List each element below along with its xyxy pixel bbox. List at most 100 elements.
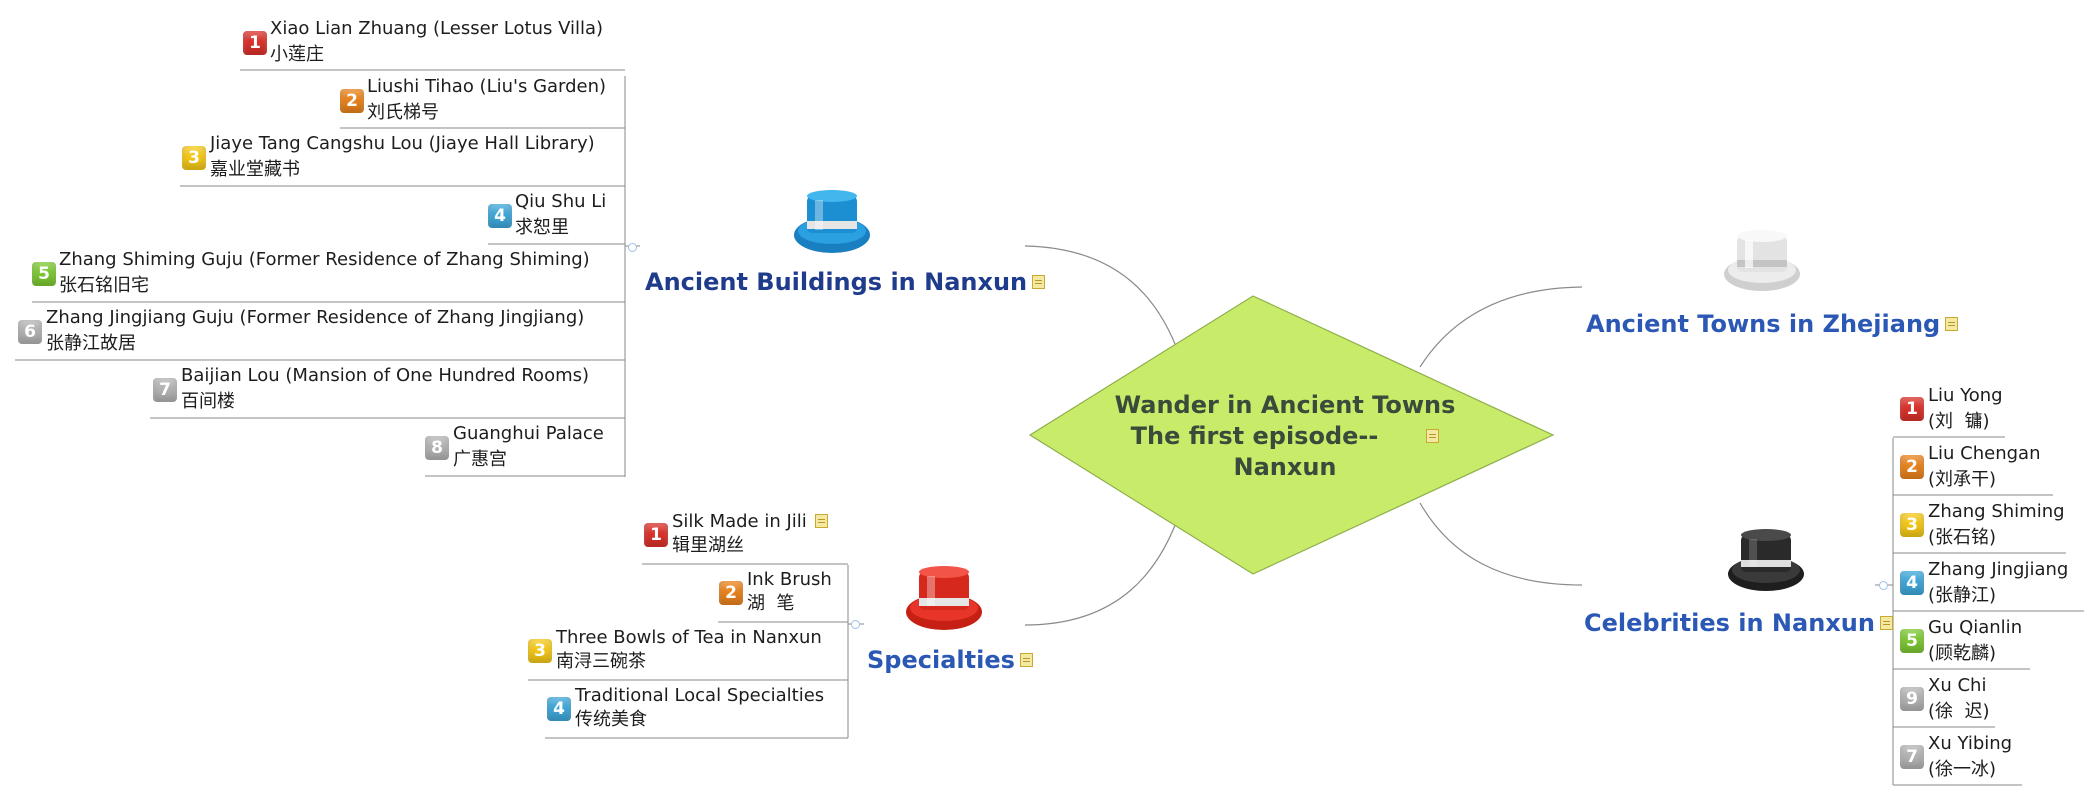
priority-3-icon: 3 — [1900, 513, 1924, 537]
list-item-celebrity[interactable]: Gu Qianlin(顾乾麟) — [1928, 615, 2022, 667]
branch-label: Ancient Towns in Zhejiang — [1586, 310, 1941, 338]
priority-4-icon: 4 — [547, 697, 571, 721]
list-item-building[interactable]: Guanghui Palace 广惠宫 — [453, 421, 604, 473]
branch-label: Celebrities in Nanxun — [1584, 609, 1875, 637]
connector-buildings — [1024, 245, 1181, 358]
white-hat-icon — [1724, 230, 1800, 291]
priority-7-icon: 7 — [1900, 745, 1924, 769]
priority-4-icon: 4 — [488, 204, 512, 228]
blue-hat-icon — [794, 190, 870, 253]
collapse-toggle-buildings[interactable] — [628, 243, 637, 252]
item-zh: 张静江故居 — [46, 333, 136, 354]
collapse-toggle-specialties[interactable] — [851, 620, 860, 629]
collapse-toggle-celebrities[interactable] — [1879, 581, 1888, 590]
list-item-celebrity[interactable]: Xu Yibing (徐一冰) — [1928, 731, 2012, 783]
branch-ancient-buildings[interactable]: Ancient Buildings in Nanxun — [645, 268, 1046, 296]
item-en: Ink Brush — [747, 569, 832, 590]
branch-celebrities[interactable]: Celebrities in Nanxun — [1584, 609, 1893, 637]
list-item-building[interactable]: Liushi Tihao (Liu's Garden) 刘氏梯号 — [367, 74, 606, 126]
item-en: Xu Yibing — [1928, 733, 2013, 754]
celebrities-tree-lines — [1875, 436, 2084, 786]
item-zh: 嘉业堂藏书 — [210, 159, 300, 180]
item-en: Liushi Tihao (Liu's Garden) — [367, 76, 607, 97]
item-zh: 张石铭旧宅 — [59, 275, 149, 296]
priority-5-icon: 5 — [1900, 629, 1924, 653]
item-en: Jiaye Tang Cangshu Lou (Jiaye Hall Libra… — [210, 133, 595, 154]
list-item-specialty[interactable]: Three Bowls of Tea in Nanxun 南浔三碗茶 — [556, 626, 822, 674]
priority-2-icon: 2 — [1900, 455, 1924, 479]
branch-ancient-towns[interactable]: Ancient Towns in Zhejiang — [1586, 310, 1959, 338]
central-topic-line1: Wander in Ancient Towns — [1114, 391, 1456, 419]
item-zh: 广惠宫 — [453, 449, 507, 470]
priority-2-icon: 2 — [340, 89, 364, 113]
list-item-celebrity[interactable]: Zhang Shiming (张石铭) — [1928, 499, 2065, 551]
list-item-building[interactable]: Qiu Shu Li 求恕里 — [515, 189, 606, 241]
note-icon[interactable] — [814, 514, 828, 528]
item-en: Zhang Shiming — [1928, 501, 2065, 522]
item-zh: (刘承干) — [1928, 469, 1997, 490]
note-icon[interactable] — [1879, 616, 1893, 630]
list-item-building[interactable]: Baijian Lou (Mansion of One Hundred Room… — [181, 363, 589, 415]
item-zh: (张静江) — [1928, 585, 1997, 606]
priority-6-icon: 6 — [18, 320, 42, 344]
list-item-celebrity[interactable]: Zhang Jingjiang(张静江) — [1928, 557, 2068, 609]
priority-4-icon: 4 — [1900, 571, 1924, 595]
list-item-building[interactable]: Xiao Lian Zhuang (Lesser Lotus Villa) 小莲庄 — [270, 16, 603, 68]
note-icon[interactable] — [1032, 275, 1046, 289]
central-topic[interactable]: Wander in Ancient Towns The first episod… — [1090, 390, 1480, 483]
priority-3-icon: 3 — [182, 146, 206, 170]
list-item-celebrity[interactable]: Xu Chi(徐 迟) — [1928, 673, 1990, 725]
item-zh: (刘 镛) — [1928, 411, 1990, 432]
item-en: Guanghui Palace — [453, 423, 604, 444]
item-en: Traditional Local Specialties — [575, 685, 825, 706]
priority-1-icon: 1 — [1900, 397, 1924, 421]
item-en: Zhang Shiming Guju (Former Residence of … — [59, 249, 590, 270]
note-icon[interactable] — [1426, 429, 1440, 443]
specialties-tree-lines — [528, 563, 864, 739]
central-topic-diamond — [1028, 295, 1555, 575]
item-en: Zhang Jingjiang Guju (Former Residence o… — [46, 307, 585, 328]
priority-8-icon: 8 — [425, 436, 449, 460]
item-zh: 百间楼 — [181, 391, 235, 412]
list-item-building[interactable]: Jiaye Tang Cangshu Lou (Jiaye Hall Libra… — [210, 131, 595, 183]
item-zh: 南浔三碗茶 — [556, 651, 646, 672]
connector-specialties — [1024, 511, 1181, 626]
priority-1-icon: 1 — [243, 31, 267, 55]
red-hat-icon — [906, 566, 982, 630]
black-hat-icon — [1728, 529, 1804, 591]
item-zh: 小莲庄 — [270, 44, 324, 65]
branch-label: Ancient Buildings in Nanxun — [645, 268, 1028, 296]
item-en: Qiu Shu Li — [515, 191, 607, 212]
note-icon[interactable] — [1019, 653, 1033, 667]
central-topic-line3: Nanxun — [1233, 453, 1337, 481]
note-icon[interactable] — [1945, 317, 1959, 331]
item-en: Baijian Lou (Mansion of One Hundred Room… — [181, 365, 590, 386]
item-zh: 湖 笔 — [747, 593, 795, 614]
list-item-celebrity[interactable]: Liu Yong (刘 镛) — [1928, 383, 2003, 435]
item-en: Gu Qianlin — [1928, 617, 2023, 638]
item-zh: 求恕里 — [515, 217, 569, 238]
item-en: Silk Made in Jili — [672, 511, 807, 532]
item-zh: 辑里湖丝 — [672, 535, 744, 556]
item-en: Three Bowls of Tea in Nanxun — [556, 627, 822, 648]
connector-towns — [1419, 286, 1583, 368]
item-en: Xu Chi — [1928, 675, 1987, 696]
list-item-building[interactable]: Zhang Jingjiang Guju (Former Residence o… — [46, 305, 584, 357]
item-en: Liu Yong — [1928, 385, 2003, 406]
item-en: Xiao Lian Zhuang (Lesser Lotus Villa) — [270, 18, 604, 39]
priority-3-icon: 3 — [528, 639, 552, 663]
list-item-specialty[interactable]: Ink Brush 湖 笔 — [747, 568, 832, 616]
connector-celebrities — [1419, 502, 1583, 586]
branch-specialties[interactable]: Specialties — [867, 646, 1033, 674]
item-zh: 刘氏梯号 — [367, 102, 439, 123]
priority-2-icon: 2 — [719, 581, 743, 605]
priority-7-icon: 7 — [153, 378, 177, 402]
list-item-celebrity[interactable]: Liu Chengan(刘承干) — [1928, 441, 2040, 493]
item-zh: (徐一冰) — [1928, 759, 1997, 780]
priority-5-icon: 5 — [32, 262, 56, 286]
list-item-building[interactable]: Zhang Shiming Guju (Former Residence of … — [59, 247, 590, 299]
item-zh: (张石铭) — [1928, 527, 1997, 548]
list-item-specialty[interactable]: Silk Made in Jili 辑里湖丝 — [672, 510, 828, 558]
